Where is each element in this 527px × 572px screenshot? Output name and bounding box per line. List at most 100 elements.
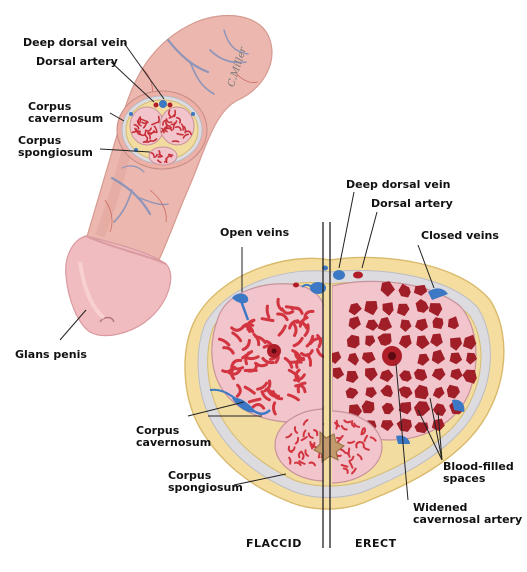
- blood-space: [413, 284, 428, 296]
- divider: [322, 222, 331, 548]
- sinusoid-squiggle: [182, 133, 189, 139]
- sinusoid-squiggle: [276, 312, 289, 322]
- sinusoid-squiggle: [307, 432, 314, 439]
- blood-space: [432, 403, 447, 416]
- blood-space: [462, 334, 477, 350]
- sinusoid-squiggle: [356, 453, 363, 461]
- sinusoid-squiggle: [335, 419, 341, 428]
- sinusoid-squiggle: [302, 419, 309, 426]
- sinusoid-squiggle: [276, 297, 283, 312]
- sinusoid-squiggle: [265, 304, 271, 319]
- blood-space: [365, 335, 376, 347]
- blood-space: [361, 352, 376, 364]
- sinusoid-squiggle: [168, 113, 176, 119]
- sinusoid-squiggle: [351, 467, 357, 475]
- blood-space: [345, 387, 359, 399]
- sinusoid-squiggle: [294, 436, 300, 445]
- label-blood-filled-spaces: Blood-filled spaces: [443, 460, 514, 485]
- sinusoid-squiggle: [133, 123, 140, 130]
- blood-space: [379, 369, 394, 383]
- sinusoid-squiggle: [235, 383, 242, 398]
- label-deep-dorsal-vein-top: Deep dorsal vein: [23, 36, 128, 49]
- label-open-veins: Open veins: [220, 226, 290, 239]
- glans: [65, 235, 172, 337]
- sinusoid-squiggle: [304, 449, 309, 457]
- blood-space: [346, 334, 360, 349]
- blood-space: [398, 401, 412, 415]
- blood-space: [365, 387, 377, 399]
- blood-space: [397, 303, 410, 317]
- sinusoid-squiggle: [297, 450, 303, 459]
- blood-space: [377, 333, 392, 347]
- sinusoid-squiggle: [303, 323, 310, 337]
- sinusoid-squiggle: [150, 152, 155, 157]
- sinusoid-squiggle: [158, 151, 163, 157]
- sinusoid-squiggle: [153, 153, 158, 159]
- sinusoid-squiggle: [309, 440, 314, 449]
- blood-space: [380, 384, 393, 398]
- blood-space: [382, 302, 394, 316]
- sinusoid-squiggle: [260, 317, 275, 323]
- sinusoid-squiggle: [353, 422, 361, 428]
- blood-space: [432, 386, 445, 399]
- sinusoid-squiggle: [173, 109, 177, 118]
- blood-space: [447, 316, 459, 330]
- blood-space: [462, 369, 477, 384]
- blood-space: [361, 400, 375, 414]
- label-corpus-cavernosum-top: Corpus cavernosum: [28, 100, 104, 125]
- sinusoid-squiggle: [171, 140, 180, 143]
- sinusoid-squiggle: [131, 129, 139, 134]
- sinusoid-squiggle: [283, 356, 294, 369]
- blood-space: [365, 319, 379, 331]
- sinusoid-squiggle: [347, 440, 356, 444]
- sinusoid-squiggle: [245, 355, 260, 361]
- label-dorsal-artery-top: Dorsal artery: [36, 55, 118, 68]
- sinusoid-squiggle: [144, 130, 148, 138]
- sinusoid-squiggle: [292, 336, 304, 348]
- sinusoid-squiggle: [293, 426, 299, 434]
- sinusoid-squiggle: [287, 445, 293, 454]
- sinusoid-squiggle: [261, 356, 275, 365]
- label-dorsal-artery-right: Dorsal artery: [371, 197, 453, 210]
- blood-space: [380, 420, 394, 432]
- sinusoid-squiggle: [256, 381, 269, 391]
- blood-space: [431, 349, 446, 365]
- blood-space: [398, 283, 411, 298]
- blood-space: [400, 319, 412, 332]
- sinusoid-squiggle: [308, 461, 316, 467]
- sinusoid-squiggle: [176, 116, 182, 124]
- sinusoid-squiggle: [290, 306, 304, 315]
- sinusoid-squiggle: [342, 467, 349, 474]
- sinusoid-squiggle: [246, 318, 256, 331]
- sinusoid-squiggle: [243, 385, 256, 395]
- sinusoid-squiggle: [298, 316, 309, 328]
- sinusoid-squiggle: [142, 136, 149, 143]
- blood-space: [428, 303, 443, 317]
- sinusoid-squiggle: [294, 461, 302, 467]
- sinusoid-squiggle: [138, 131, 146, 137]
- top-cross-section: [116, 90, 208, 170]
- blood-space: [416, 335, 430, 350]
- sinusoid-squiggle: [293, 373, 306, 382]
- sinusoid-squiggle: [292, 323, 298, 337]
- sinusoid-squiggle: [176, 132, 184, 136]
- title-erect: ERECT: [355, 537, 397, 550]
- sinusoid-squiggle: [252, 333, 261, 347]
- sinusoid-squiggle: [163, 122, 168, 130]
- label-glans-penis: Glans penis: [15, 348, 87, 361]
- sinusoid-squiggle: [343, 419, 352, 424]
- sinusoid-squiggle: [222, 346, 235, 355]
- sinusoid-squiggle: [340, 464, 349, 468]
- blood-space: [415, 318, 428, 332]
- sinusoid-squiggle: [247, 397, 262, 404]
- sinusoid-squiggle: [230, 365, 245, 371]
- sinusoid-squiggle: [298, 460, 306, 465]
- blood-space: [430, 333, 443, 347]
- blood-space: [364, 301, 378, 316]
- sinusoid-squiggle: [294, 383, 307, 394]
- blood-space: [450, 368, 463, 381]
- blood-space: [332, 351, 342, 364]
- blood-space: [381, 402, 394, 415]
- sinusoid-squiggle: [136, 120, 142, 127]
